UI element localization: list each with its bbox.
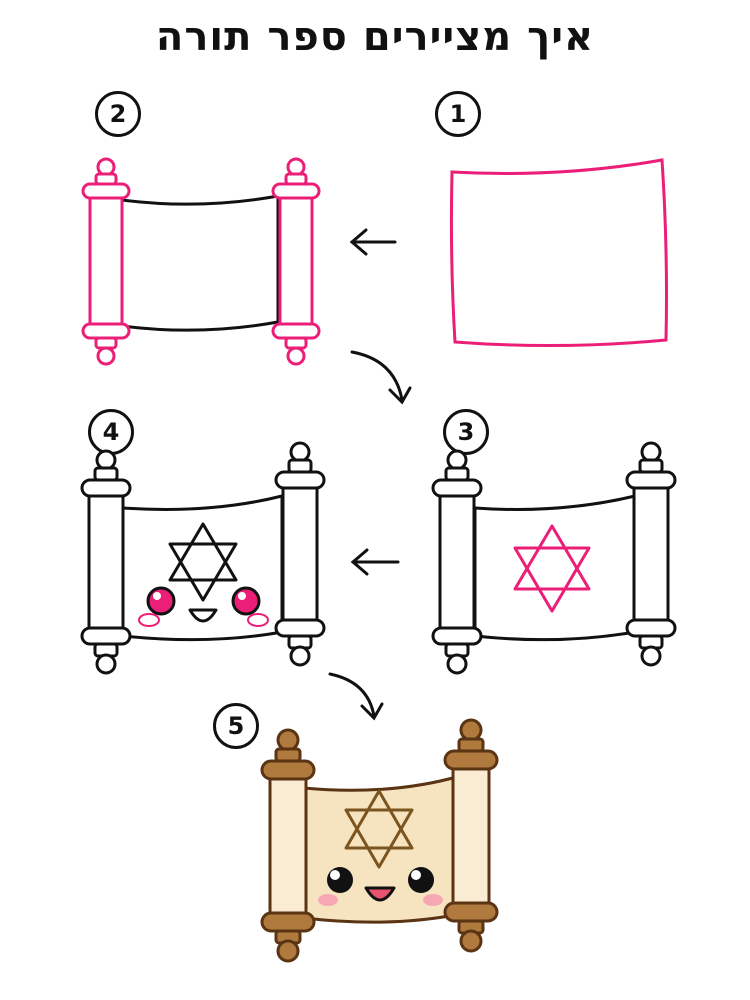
face-mouth	[364, 886, 396, 902]
step3-scroll	[431, 441, 677, 675]
face-eyes	[146, 586, 261, 616]
step2-scroll	[81, 157, 321, 366]
star-of-david-icon	[168, 522, 238, 602]
step-badge-2: 2	[95, 91, 141, 137]
face-eyes	[327, 867, 434, 893]
face-cheek	[247, 613, 269, 627]
step-badge-5: 5	[213, 703, 259, 749]
curved-arrow-icon	[350, 350, 412, 405]
face-cheek	[423, 894, 443, 906]
step4-scroll	[80, 441, 326, 675]
step-badge-3: 3	[443, 409, 489, 455]
face-cheek	[138, 613, 160, 627]
curved-arrow-icon	[328, 672, 384, 721]
step1-parchment-sheet	[449, 158, 668, 348]
step-badge-1: 1	[435, 91, 481, 137]
step5-scroll-colored	[260, 718, 499, 963]
star-of-david-icon	[344, 789, 414, 869]
page-title: איך מציירים ספר תורה	[155, 14, 595, 60]
arrow-left-icon	[350, 548, 400, 576]
arrow-left-icon	[349, 228, 397, 256]
star-of-david-icon	[513, 524, 591, 613]
face-mouth	[188, 608, 218, 623]
face-cheek	[318, 894, 338, 906]
